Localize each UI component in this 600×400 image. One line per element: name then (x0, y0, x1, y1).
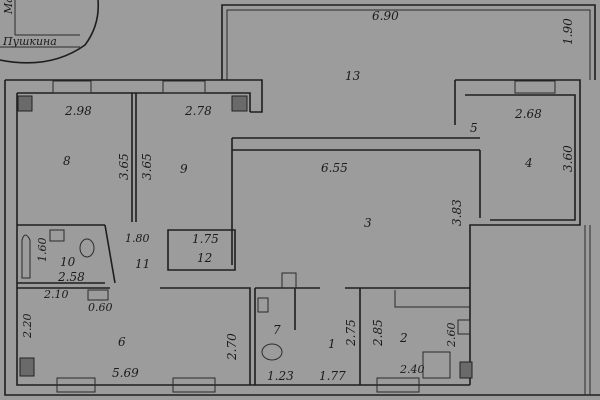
room-labels: 6.90 1.90 13 2.98 3.65 8 2.78 3.65 9 5 2… (21, 9, 575, 383)
room-1-width: 1.77 (319, 369, 346, 383)
room-5-number: 5 (470, 121, 478, 135)
room-9-depth: 3.65 (140, 153, 154, 180)
room-10-number: 10 (60, 255, 76, 269)
room-4-width: 2.68 (514, 107, 542, 121)
room-10-width: 2.58 (57, 270, 85, 284)
room-9-number: 9 (180, 162, 188, 176)
room-1-depth: 2.75 (344, 319, 358, 347)
room-11-number: 11 (135, 257, 150, 271)
room-8-number: 8 (63, 154, 71, 168)
room-7-number: 7 (273, 323, 281, 337)
room-8-depth: 3.65 (117, 153, 131, 180)
outer-wall-right (454, 79, 581, 226)
room-12-number: 12 (197, 251, 212, 265)
outer-wall (4, 79, 600, 396)
location-inset: Пушкина Ма (0, 0, 100, 64)
room-13-depth: 1.90 (561, 18, 575, 45)
room-8-width: 2.98 (64, 104, 92, 118)
room-11-width: 1.80 (125, 232, 150, 245)
room-6-dim-3: 2.20 (21, 314, 34, 340)
room-6-dim-1: 2.10 (43, 288, 69, 301)
room-2-dim-1: 2.85 (371, 319, 385, 347)
room-6-width: 5.69 (112, 366, 139, 380)
room-3-number: 3 (364, 216, 372, 230)
room-2-width: 2.40 (399, 363, 425, 376)
windows (52, 80, 556, 393)
room-2-depth: 2.60 (445, 323, 458, 349)
room-13-width: 6.90 (372, 9, 399, 23)
room-4-number: 4 (524, 156, 533, 170)
room-3-depth: 3.83 (450, 199, 464, 226)
street-label: Пушкина (2, 35, 57, 48)
room-3-width: 6.55 (321, 161, 348, 175)
room-9-width: 2.78 (184, 104, 212, 118)
room-13-number: 13 (345, 69, 361, 83)
room-13 (221, 4, 596, 80)
room-6-dim-2: 0.60 (88, 301, 113, 314)
room-1-number: 1 (328, 337, 336, 351)
room-7-width: 1.23 (267, 369, 294, 383)
room-4-depth: 3.60 (561, 145, 575, 172)
room-6-number: 6 (118, 335, 126, 349)
room-12-width: 1.75 (192, 232, 219, 246)
room-6-depth: 2.70 (225, 333, 239, 361)
room-10-depth: 1.60 (36, 238, 49, 263)
street-label-2: Ма (2, 0, 15, 15)
room-2-number: 2 (399, 331, 408, 345)
